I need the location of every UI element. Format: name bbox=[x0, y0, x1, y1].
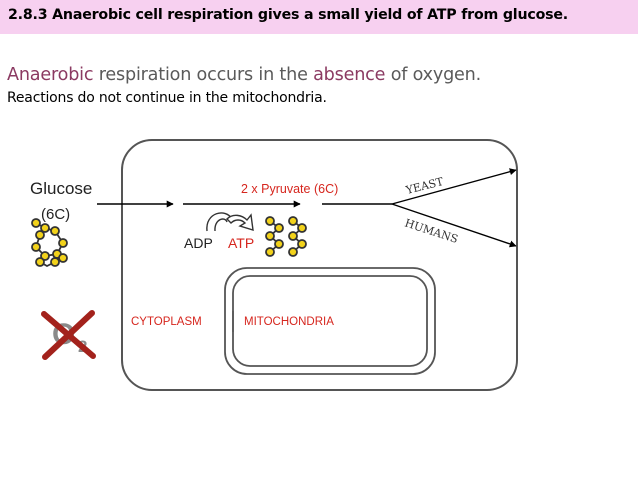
mitochondrion-outer-membrane bbox=[224, 267, 436, 375]
intro-line-2: Reactions do not continue in the mitocho… bbox=[7, 90, 327, 106]
glucose-carbons-label: (6C) bbox=[41, 206, 70, 223]
yeast-label: YEAST bbox=[404, 175, 446, 197]
cell-outline bbox=[121, 139, 518, 391]
absence-word: absence bbox=[313, 65, 386, 85]
pyruvate-label: 2 x Pyruvate (6C) bbox=[241, 182, 338, 196]
slide-title: 2.8.3 Anaerobic cell respiration gives a… bbox=[8, 7, 568, 23]
atp-label: ATP bbox=[228, 235, 254, 251]
intro-line-1: Anaerobic respiration occurs in the abse… bbox=[7, 65, 481, 85]
title-bar: 2.8.3 Anaerobic cell respiration gives a… bbox=[0, 0, 638, 34]
adp-atp-curve-inner bbox=[214, 218, 228, 232]
pyruvate-molecules-icon bbox=[265, 216, 307, 257]
cytoplasm-label: CYTOPLASM bbox=[131, 316, 202, 328]
cross-icon bbox=[41, 310, 96, 360]
intro-line-1-middle: respiration occurs in the bbox=[93, 65, 314, 85]
adp-label: ADP bbox=[184, 235, 213, 251]
arrow-to-humans bbox=[391, 203, 517, 248]
arrow-to-yeast bbox=[391, 168, 517, 205]
adp-atp-arrow-icon bbox=[226, 213, 254, 231]
intro-line-1-end: of oxygen. bbox=[385, 65, 482, 85]
glucose-molecule-icon bbox=[31, 218, 68, 268]
humans-label: HUMANS bbox=[403, 216, 460, 245]
glucose-label: Glucose bbox=[30, 179, 92, 198]
adp-atp-curve bbox=[206, 212, 233, 232]
anaerobic-word: Anaerobic bbox=[7, 65, 94, 85]
mitochondria-label: MITOCHONDRIA bbox=[244, 316, 334, 328]
